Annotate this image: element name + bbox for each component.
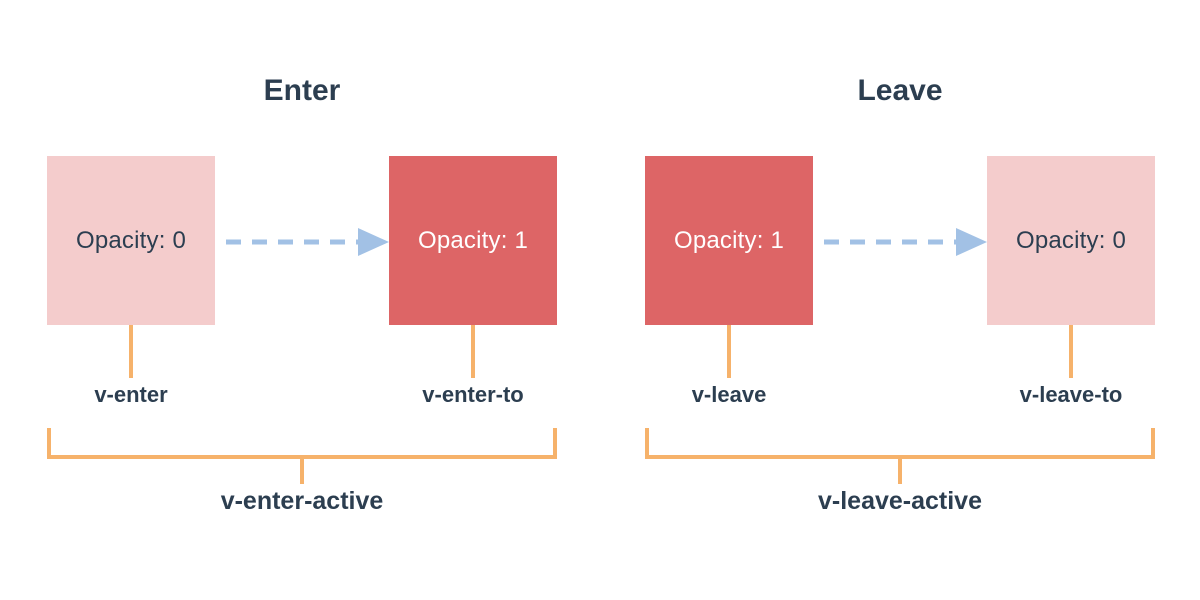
enter-start-opacity-label: Opacity: 0 (75, 226, 187, 254)
enter-start-connector-line (129, 325, 133, 378)
enter-end-class-label: v-enter-to (422, 382, 524, 407)
leave-start-opacity-label: Opacity: 1 (673, 226, 785, 254)
enter-end-connector-line (471, 325, 475, 378)
leave-end-connector-line (1069, 325, 1073, 378)
leave-group-title: Leave (857, 74, 943, 107)
leave-active-bracket (645, 428, 1155, 459)
enter-active-class-label: v-enter-active (220, 487, 384, 515)
enter-start-state-box: Opacity: 0 (47, 156, 215, 325)
enter-transition-group: Enter Opacity: 0 Opacity: 1 v-enter v-en… (47, 0, 557, 600)
leave-end-class-label: v-leave-to (1019, 382, 1123, 407)
enter-end-opacity-label: Opacity: 1 (417, 226, 529, 254)
enter-end-state-box: Opacity: 1 (389, 156, 557, 325)
enter-active-bracket (47, 428, 557, 459)
transition-arrow-icon (824, 228, 987, 256)
leave-end-opacity-label: Opacity: 0 (1015, 226, 1127, 254)
leave-active-class-label: v-leave-active (817, 487, 982, 515)
leave-end-state-box: Opacity: 0 (987, 156, 1155, 325)
transition-arrow-icon (226, 228, 389, 256)
enter-start-class-label: v-enter (94, 382, 168, 407)
leave-transition-group: Leave Opacity: 1 Opacity: 0 v-leave v-le… (645, 0, 1155, 600)
leave-start-class-label: v-leave (691, 382, 767, 407)
leave-active-bracket-stem (898, 459, 902, 484)
enter-group-title: Enter (263, 74, 341, 107)
leave-start-connector-line (727, 325, 731, 378)
leave-start-state-box: Opacity: 1 (645, 156, 813, 325)
enter-active-bracket-stem (300, 459, 304, 484)
